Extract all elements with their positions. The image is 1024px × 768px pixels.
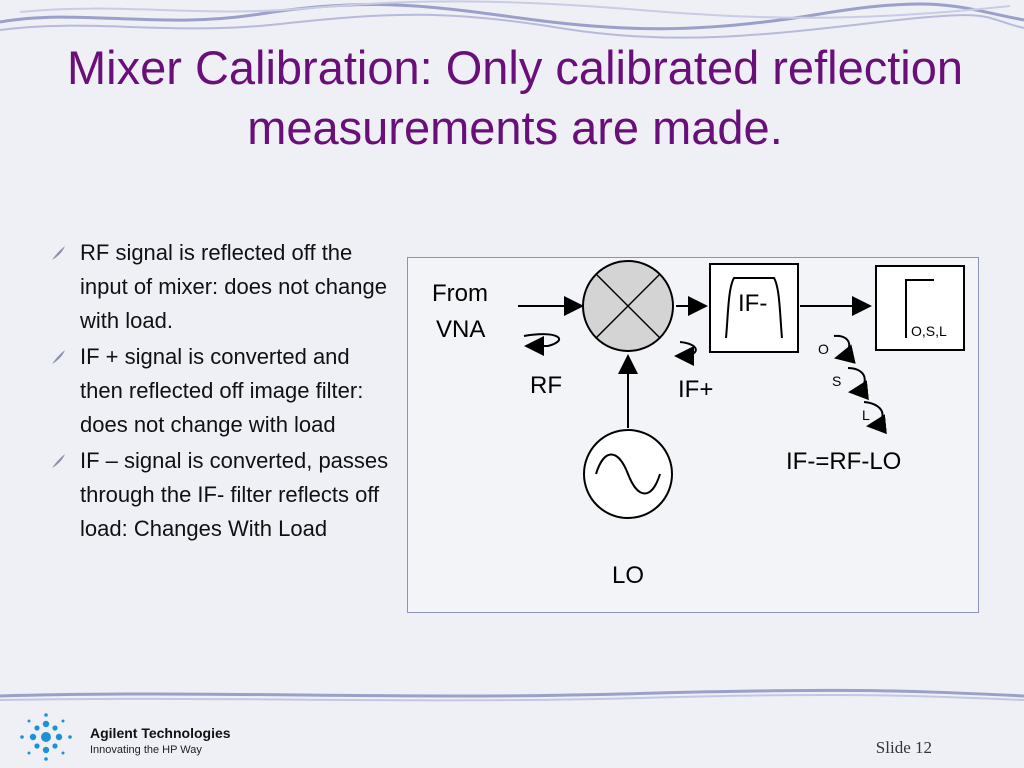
mixer-diagram: From VNA RF IF+ IF- O,S,L O S L IF-=RF-L…: [407, 257, 979, 613]
if-plus-label: IF+: [678, 376, 714, 403]
lo-label: LO: [612, 562, 645, 589]
osl-curl-s: [847, 367, 869, 401]
feather-bullet-icon: [52, 454, 65, 468]
bullet-list: RF signal is reflected off the input of …: [50, 236, 390, 548]
load-l-label: L: [862, 407, 870, 423]
if-equation: IF-=RF-LO: [786, 448, 902, 475]
company-name: Agilent Technologies: [90, 725, 231, 741]
slide-number: Slide 12: [875, 738, 932, 757]
agilent-spark-icon: [20, 713, 72, 761]
rf-reflection-curl: [523, 333, 561, 356]
from-vna-label-line1: From: [432, 280, 488, 307]
feather-bullet-icon: [52, 350, 65, 364]
osl-load-box: [875, 265, 965, 351]
bullet-text: IF + signal is converted and then reflec…: [80, 344, 364, 437]
bullet-item: IF + signal is converted and then reflec…: [50, 340, 390, 442]
rf-label: RF: [530, 372, 562, 399]
from-vna-label-line2: VNA: [436, 316, 486, 343]
lo-source: [583, 429, 673, 519]
osl-curl-l: [863, 401, 887, 435]
osl-curl-o: [833, 334, 856, 364]
bullet-item: RF signal is reflected off the input of …: [50, 236, 390, 338]
if-plus-reflection-curl: [674, 341, 697, 366]
open-label: O: [818, 341, 829, 357]
company-tagline: Innovating the HP Way: [90, 744, 202, 756]
load-label: O,S,L: [911, 323, 947, 339]
mixer-symbol: [582, 260, 674, 352]
diagram-graphics: [518, 260, 965, 519]
bullet-item: IF – signal is converted, passes through…: [50, 444, 390, 546]
bottom-decorative-swoosh: [0, 688, 1024, 702]
agilent-logo: Agilent Technologies Innovating the HP W…: [14, 711, 234, 763]
bullet-text: IF – signal is converted, passes through…: [80, 448, 389, 541]
feather-bullet-icon: [52, 246, 65, 260]
short-label: S: [832, 373, 842, 389]
top-decorative-swoosh: [0, 0, 1024, 39]
slide-title: Mixer Calibration: Only calibrated refle…: [67, 41, 963, 154]
bullet-text: RF signal is reflected off the input of …: [80, 240, 387, 333]
if-minus-filter: [709, 263, 799, 353]
filter-label: IF-: [738, 290, 768, 317]
